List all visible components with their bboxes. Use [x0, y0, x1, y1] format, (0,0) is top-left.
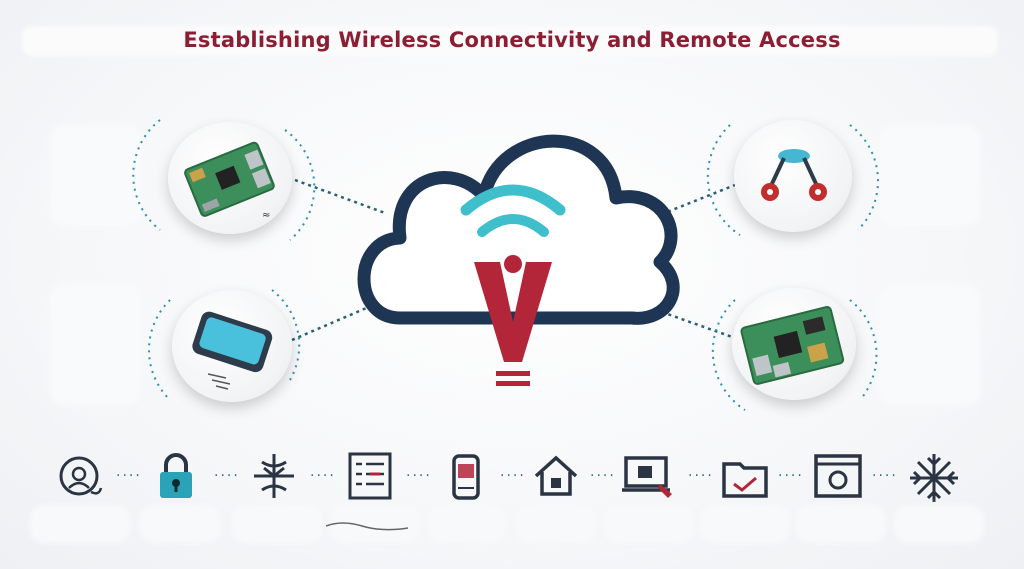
tablet-icon — [192, 311, 273, 390]
ghost-label-left-bottom — [50, 285, 140, 405]
dots-separator: ···· — [214, 468, 240, 484]
dots-separator: ···· — [310, 468, 336, 484]
bubble-arcs — [132, 119, 879, 411]
ghost-label-left-top — [50, 125, 140, 225]
caption-ghost — [604, 505, 694, 543]
caption-ghost — [428, 505, 506, 543]
network-node-icon — [761, 149, 827, 201]
snowflake-icon — [906, 450, 958, 502]
wifi-icon — [460, 184, 566, 237]
home-icon — [530, 450, 582, 502]
circuit-board-icon — [740, 306, 845, 385]
caption-ghost — [30, 505, 130, 543]
brand-v-icon — [474, 255, 552, 386]
lock-icon — [150, 450, 202, 502]
device-bubble-right-top — [734, 120, 852, 232]
caption-ghost — [140, 505, 220, 543]
dots-separator: ···· — [688, 468, 714, 484]
caption-ghost — [330, 505, 420, 543]
dots-separator: ···· — [590, 468, 616, 484]
device-bubble-right-bottom — [732, 288, 856, 400]
antenna-icon — [248, 450, 300, 502]
connector-left-top — [294, 178, 386, 215]
camera-frame-icon — [812, 450, 864, 502]
caption-ghost — [796, 505, 886, 543]
squiggle-mark — [325, 522, 409, 531]
laptop-icon — [622, 450, 674, 502]
mobile-device-icon — [440, 452, 492, 504]
dots-separator: ···· — [872, 468, 898, 484]
caption-ghost — [894, 505, 984, 543]
device-bubble-left-top: ≈ — [168, 122, 292, 234]
caption-ghost — [700, 505, 790, 543]
cloud-icon — [357, 134, 680, 325]
checklist-icon — [344, 450, 396, 502]
ghost-label-right-bottom — [880, 285, 980, 405]
dots-separator: ···· — [406, 468, 432, 484]
title-band — [22, 26, 998, 56]
dots-separator: ···· — [778, 468, 804, 484]
caption-ghost — [516, 505, 596, 543]
dots-separator: ···· — [500, 468, 526, 484]
circuit-board-icon: ≈ — [184, 141, 275, 221]
svg-text:≈: ≈ — [262, 210, 270, 221]
globe-person-icon — [55, 452, 107, 504]
page-title: Establishing Wireless Connectivity and R… — [183, 28, 841, 52]
ghost-label-right-top — [880, 125, 980, 225]
device-bubble-left-bottom — [172, 290, 292, 402]
folder-check-icon — [720, 452, 772, 504]
dots-separator: ···· — [116, 468, 142, 484]
caption-ghost — [232, 505, 322, 543]
